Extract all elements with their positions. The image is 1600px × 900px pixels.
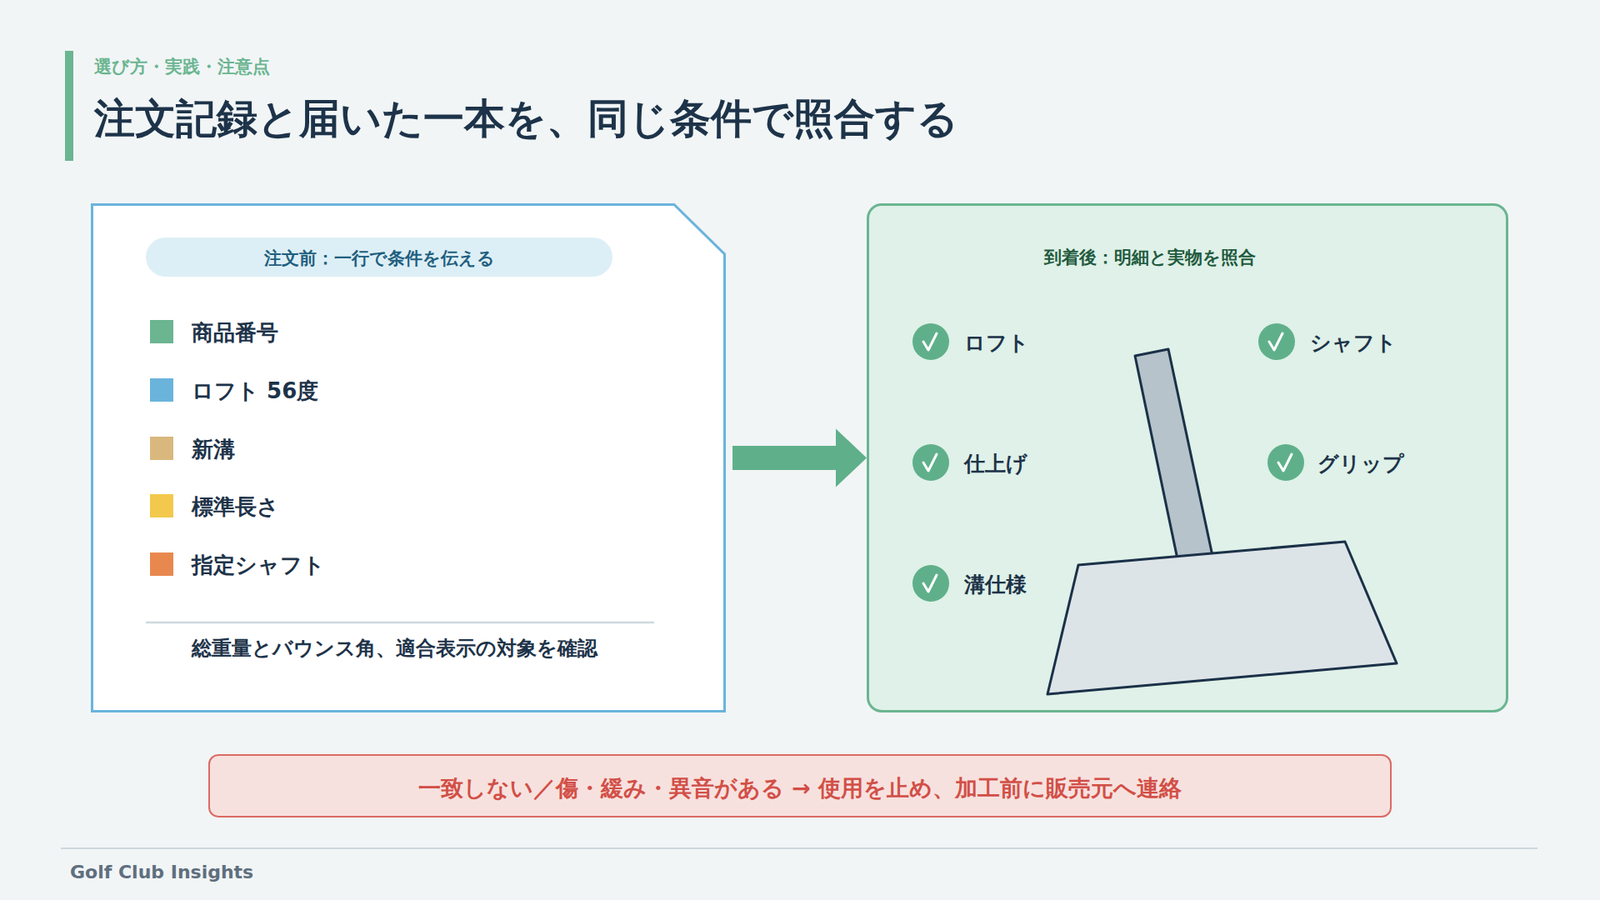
order-panel: 総重量とバウンス角、適合表示の対象を確認 注文前：一行で条件を伝える	[90, 203, 726, 713]
accent-bar	[65, 50, 74, 161]
node-text: 総重量とバウンス角、適合表示の対象を確認	[191, 635, 598, 662]
check-label: 仕上げ	[964, 450, 1028, 478]
legend-swatch	[150, 378, 174, 402]
check-label: シャフト	[1310, 329, 1397, 357]
footer-rule	[60, 847, 1538, 850]
legend-text: 指定シャフト	[191, 550, 325, 580]
node-text: 一致しない／傷・緩み・異音がある → 使用を止め、加工前に販売元へ連絡	[210, 773, 1390, 804]
legend-swatch	[150, 552, 174, 576]
arrival-panel: 到着後：明細と実物を照合	[866, 203, 1509, 713]
panel-outline	[92, 205, 725, 712]
header-pill: 注文前：一行で条件を伝える	[145, 237, 613, 277]
footer-brand: Golf Club Insights	[70, 861, 254, 883]
node-text: 注文前：一行で条件を伝える	[145, 246, 613, 270]
legend-swatch	[150, 436, 174, 460]
legend-swatch	[150, 320, 174, 344]
legend-text: 新溝	[191, 435, 235, 465]
cut-corner-outline	[90, 203, 726, 713]
legend-swatch	[150, 494, 174, 518]
node-text: 到着後：明細と実物を照合	[1044, 245, 1256, 270]
legend-text: 標準長さ	[191, 492, 280, 522]
legend-text: ロフト 56度	[191, 376, 319, 406]
check-label: ロフト	[964, 329, 1030, 357]
divider-line	[145, 621, 655, 625]
legend-text: 商品番号	[191, 318, 279, 348]
warning-band: 一致しない／傷・緩み・異音がある → 使用を止め、加工前に販売元へ連絡	[208, 754, 1392, 818]
flow-arrow	[732, 429, 867, 488]
page-title: 注文記録と届いた一本を、同じ条件で照合する	[94, 91, 959, 147]
check-label: グリップ	[1317, 450, 1405, 478]
check-label: 溝仕様	[964, 570, 1027, 599]
section-kicker: 選び方・実践・注意点	[94, 55, 270, 79]
